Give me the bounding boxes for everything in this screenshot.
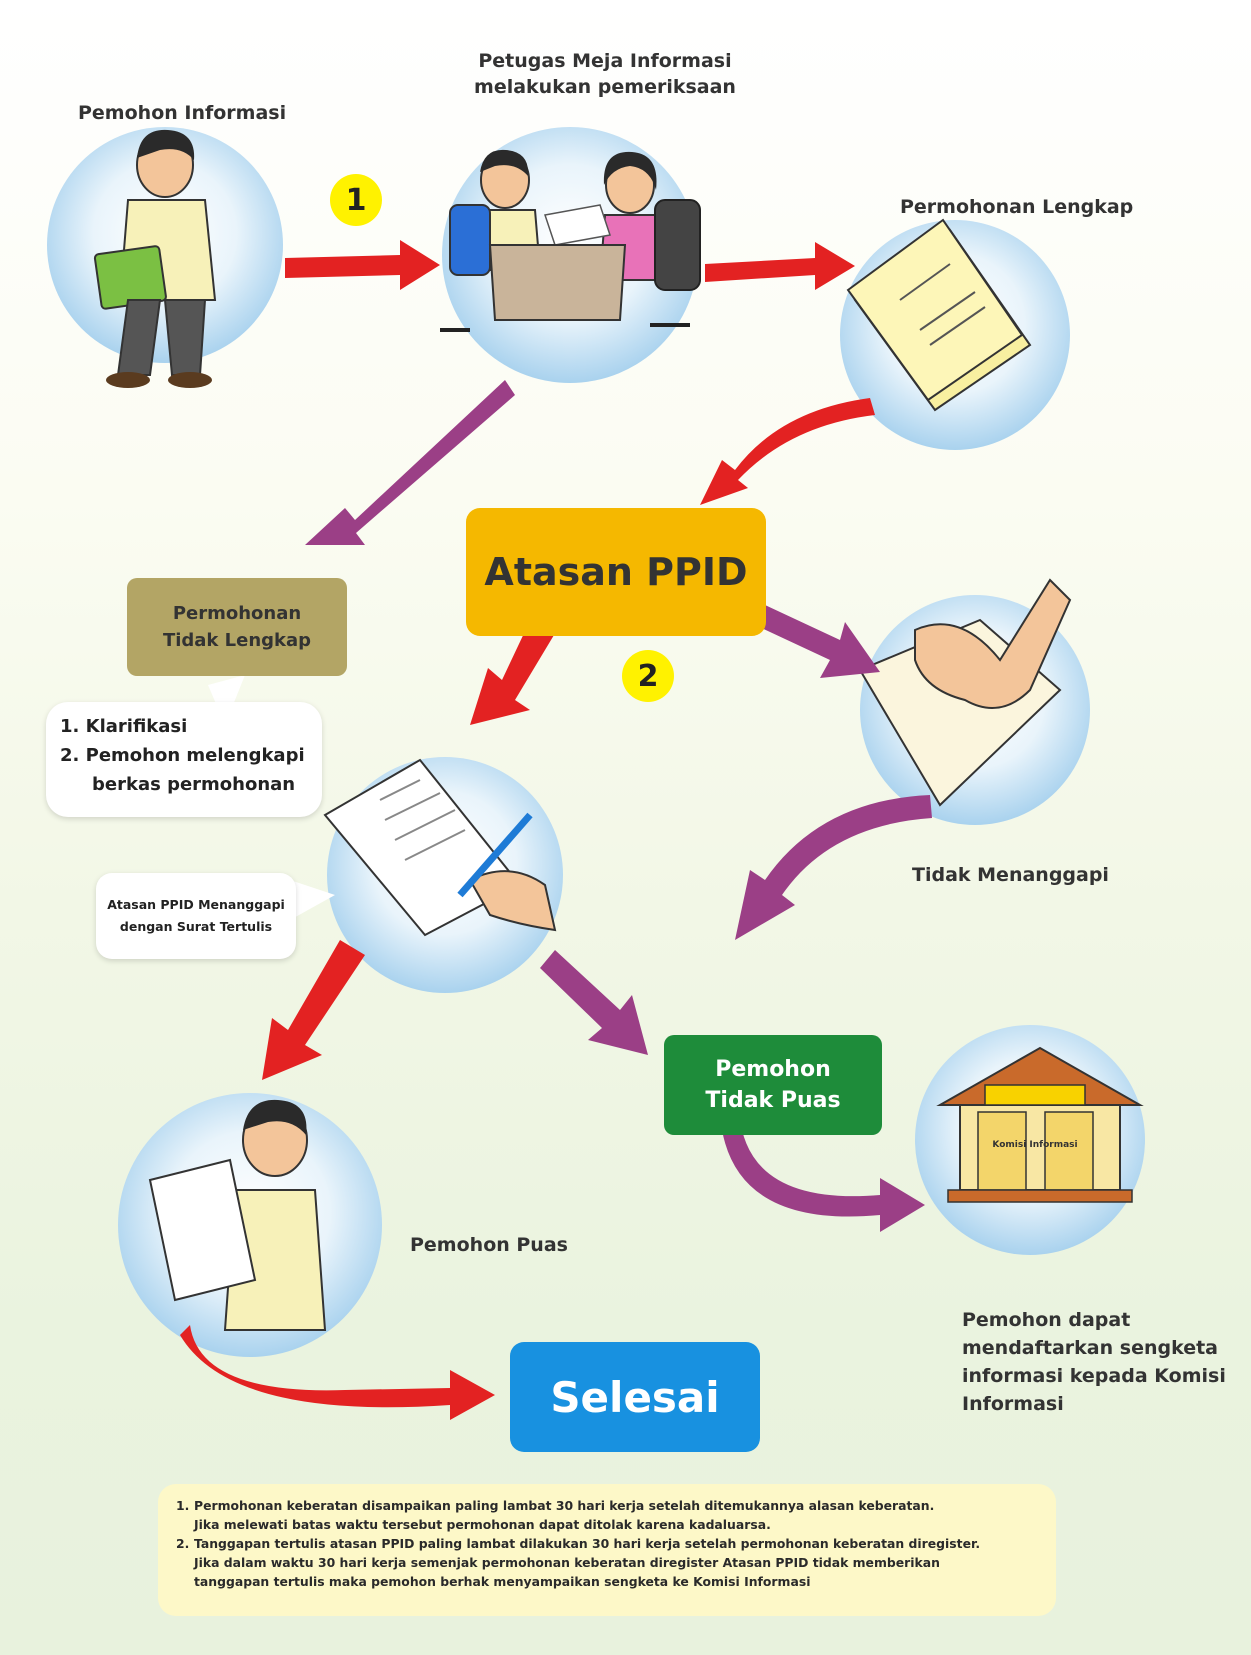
label-petugas-line1: Petugas Meja Informasi — [478, 50, 732, 72]
label-sengketa: Pemohon dapat mendaftarkan sengketa info… — [962, 1309, 1226, 1415]
catatan-2-line2: Jika dalam waktu 30 hari kerja semenjak … — [194, 1555, 940, 1570]
arrow-puas-to-selesai — [180, 1325, 495, 1420]
label-permohonan-lengkap: Permohonan Lengkap — [900, 196, 1134, 218]
catatan-1-line1: Permohonan keberatan disampaikan paling … — [194, 1498, 935, 1513]
atasan-ppid-box: Atasan PPID — [466, 508, 766, 636]
tidak-puas-box: Pemohon Tidak Puas — [664, 1035, 882, 1135]
catatan-2-line1: Tanggapan tertulis atasan PPID paling la… — [194, 1536, 981, 1551]
step-2-badge: 2 — [622, 650, 674, 702]
arrow-lengkap-to-atasan — [700, 398, 875, 505]
atasan-ppid-label: Atasan PPID — [484, 550, 748, 594]
pemohon-person-illustration — [93, 129, 217, 388]
tidak-lengkap-box: Permohonan Tidak Lengkap — [127, 578, 347, 676]
catatan-1: 1. Permohonan keberatan disampaikan pali… — [176, 1498, 935, 1513]
arrow-petugas-to-lengkap — [705, 242, 855, 290]
komisi-sign: Komisi Informasi — [992, 1140, 1078, 1150]
klarifikasi-item-1: 1. Klarifikasi — [60, 716, 188, 737]
catatan-1-line2: Jika melewati batas waktu tersebut permo… — [194, 1517, 771, 1532]
klarifikasi-item-2-cont: berkas permohonan — [92, 774, 296, 795]
klarifikasi-bubble-tail — [208, 675, 245, 725]
arrow-tidak-menanggapi-to-tidak-puas — [735, 795, 932, 940]
step-1-badge: 1 — [330, 174, 382, 226]
klarifikasi-item-2: 2. Pemohon melengkapi — [60, 745, 305, 766]
surat-tertulis-label: Atasan PPID Menanggapi dengan Surat Tert… — [107, 897, 285, 934]
label-petugas-line2: melakukan pemeriksaan — [474, 76, 736, 98]
label-tidak-menanggapi: Tidak Menanggapi — [912, 864, 1109, 886]
dokumen-lengkap-illustration — [846, 218, 1032, 412]
arrow-petugas-to-tidak-lengkap — [305, 380, 515, 545]
surat-tertulis-bubble: Atasan PPID Menanggapi dengan Surat Tert… — [96, 873, 296, 959]
gedung-komisi-illustration — [936, 1046, 1144, 1203]
arrow-atasan-to-tidak-menanggapi — [755, 605, 880, 678]
catatan-2-line3: tanggapan tertulis maka pemohon berhak m… — [194, 1574, 811, 1589]
arrow-tidak-puas-to-komisi — [722, 1130, 925, 1232]
catatan-2: 2. Tanggapan tertulis atasan PPID paling… — [176, 1536, 981, 1551]
arrow-menulis-to-puas — [262, 940, 365, 1080]
surat-bubble-tail — [290, 880, 335, 920]
arrow-pemohon-to-petugas — [285, 240, 440, 290]
tidak-puas-label: Pemohon Tidak Puas — [705, 1057, 841, 1113]
pemohon-puas-illustration — [148, 1099, 327, 1331]
selesai-box: Selesai — [510, 1342, 760, 1452]
label-pemohon-informasi: Pemohon Informasi — [78, 102, 287, 124]
arrow-atasan-to-menulis — [470, 610, 560, 725]
menulis-surat-illustration — [323, 758, 557, 937]
arrow-menulis-to-tidak-puas — [540, 950, 648, 1055]
tidak-lengkap-label: Permohonan Tidak Lengkap — [162, 603, 312, 651]
petugas-meja-illustration — [440, 149, 701, 332]
klarifikasi-bubble: 1. Klarifikasi 2. Pemohon melengkapi ber… — [46, 702, 322, 817]
tangan-kertas-illustration — [858, 578, 1072, 807]
label-pemohon-puas: Pemohon Puas — [410, 1234, 568, 1256]
selesai-label: Selesai — [550, 1372, 720, 1422]
catatan-box: 1. Permohonan keberatan disampaikan pali… — [158, 1484, 1056, 1616]
